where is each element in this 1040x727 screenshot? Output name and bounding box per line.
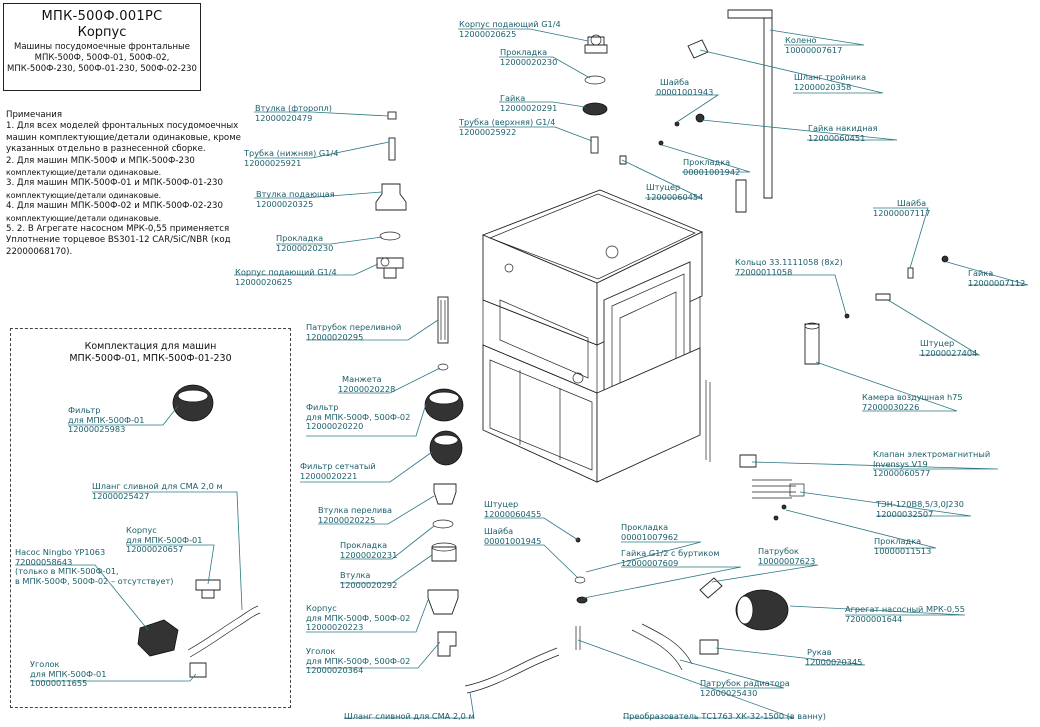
drawing-name: Корпус [77,25,127,40]
notes-heading: Примечания [6,110,62,120]
notes-block: Примечания 1. Для всех моделей фронтальн… [6,110,276,258]
kit-box: Комплектация для машин МПК-500Ф-01, МПК-… [10,328,291,708]
label-transducer: Преобразователь ТС1763 ХК-32-1500 (в ван… [623,711,826,721]
parts-top-right [687,9,773,213]
machine-body [481,189,711,483]
parts-center-column [424,296,560,694]
leader-lines [15,28,1029,719]
label-drain-hose-bottom: Шланг сливной для СМА 2,0 м [344,711,475,721]
drawing-subtitle: Машины посудомоечные фронтальные МПК-500… [7,42,197,74]
parts-kit [137,384,261,678]
drawing-code: МПК-500Ф.001РС [41,9,163,24]
parts-left-column [375,111,407,279]
label-ring: Кольцо 33.1111058 (8х2)72000011058 [735,257,843,277]
label-bushing-ptfe: Втулка (фторопл)12000020479 [255,103,332,123]
title-block: МПК-500Ф.001РС Корпус Машины посудомоечн… [3,3,201,91]
parts-right-column [574,255,949,671]
kit-title: Комплектация для машин МПК-500Ф-01, МПК-… [69,341,232,364]
parts-top-center [582,34,705,165]
